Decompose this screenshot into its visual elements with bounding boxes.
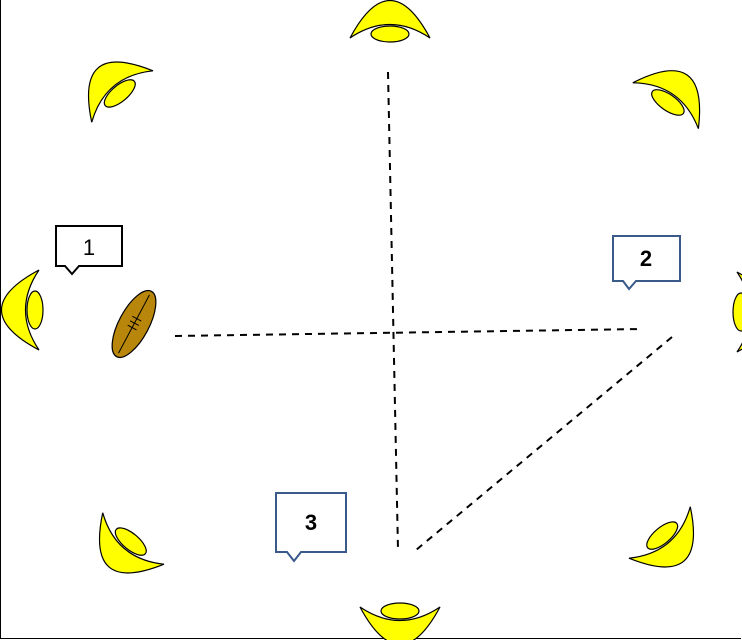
pass-line-vertical	[387, 71, 399, 551]
callout-3-label: 3	[305, 510, 317, 535]
player-icon	[629, 51, 721, 133]
pass-lines	[174, 71, 673, 551]
pass-line-2-3	[415, 336, 673, 551]
callout-1: 1	[55, 225, 123, 276]
player-icon	[732, 271, 742, 353]
player-icon	[78, 509, 168, 594]
callout-2: 2	[612, 235, 681, 291]
callout-1-label: 1	[83, 235, 95, 260]
player-icon	[349, 0, 431, 43]
pass-line-1-2	[174, 328, 643, 337]
player-icon	[359, 602, 441, 640]
player-icon	[0, 269, 44, 351]
callout-3: 3	[275, 492, 347, 563]
player-icon	[67, 41, 157, 126]
callout-2-label: 2	[640, 246, 652, 271]
rugby-ball-icon	[111, 289, 157, 359]
player-icon	[625, 503, 715, 588]
